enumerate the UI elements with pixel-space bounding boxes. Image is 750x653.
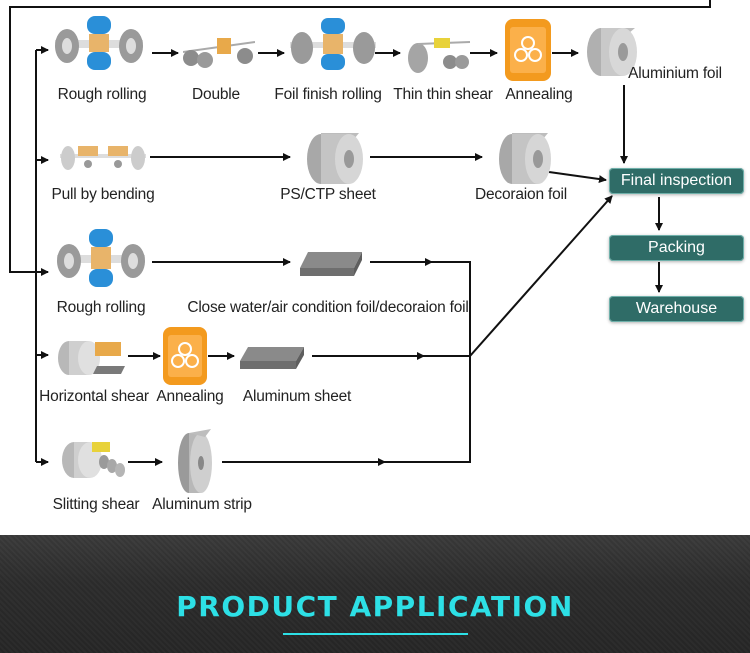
- ps-ctp-sheet-roll-icon: [307, 133, 363, 184]
- final-inspection-box: Final inspection: [609, 168, 744, 194]
- aluminum-sheet-icon: [240, 347, 304, 369]
- section-title: PRODUCT APPLICATION: [176, 590, 574, 623]
- label-ps-ctp-sheet: PS/CTP sheet: [280, 186, 376, 203]
- label-pull-by-bending: Pull by bending: [51, 186, 155, 203]
- label-close-water-air: Close water/air condition foil/decoraion…: [187, 299, 469, 316]
- slitting-shear-icon: [62, 442, 125, 478]
- rough-rolling-machine-icon: [55, 16, 143, 70]
- label-foil-finish-rolling: Foil finish rolling: [274, 86, 382, 103]
- title-underline: [283, 633, 468, 635]
- label-aluminum-strip: Aluminum strip: [152, 496, 252, 513]
- annealing-furnace-icon-2: [163, 327, 207, 385]
- pull-by-bending-icon: [60, 146, 146, 170]
- flow-connectors: [9, 0, 711, 466]
- label-decoraion-foil: Decoraion foil: [475, 186, 567, 203]
- process-flow-diagram: Rough rolling Double Foil finish rolling…: [9, 0, 744, 513]
- label-annealing: Annealing: [505, 86, 573, 103]
- label-double: Double: [192, 86, 240, 103]
- horizontal-shear-icon: [58, 341, 125, 375]
- label-aluminium-foil: Aluminium foil: [628, 65, 722, 82]
- top-frame-line: [9, 0, 711, 273]
- warehouse-box: Warehouse: [609, 296, 744, 322]
- aluminum-strip-coil-icon: [178, 429, 212, 493]
- label-rough-rolling-2: Rough rolling: [56, 299, 146, 316]
- label-thin-thin-shear: Thin thin shear: [393, 86, 493, 103]
- label-slitting-shear: Slitting shear: [52, 496, 140, 513]
- annealing-furnace-icon: [505, 19, 551, 81]
- label-rough-rolling: Rough rolling: [57, 86, 147, 103]
- double-machine-icon: [183, 38, 255, 68]
- rough-rolling-machine-icon-2: [57, 229, 145, 287]
- decoration-foil-roll-icon: [499, 133, 551, 184]
- packing-box: Packing: [609, 235, 744, 261]
- aluminium-foil-roll-icon: [587, 28, 637, 76]
- label-aluminum-sheet: Aluminum sheet: [242, 388, 352, 405]
- foil-finish-rolling-icon: [290, 18, 376, 70]
- label-annealing-2: Annealing: [156, 388, 224, 405]
- thin-thin-shear-icon: [408, 38, 471, 73]
- aluminum-sheet-stack-icon: [300, 252, 362, 276]
- label-horizontal-shear: Horizontal shear: [39, 388, 149, 405]
